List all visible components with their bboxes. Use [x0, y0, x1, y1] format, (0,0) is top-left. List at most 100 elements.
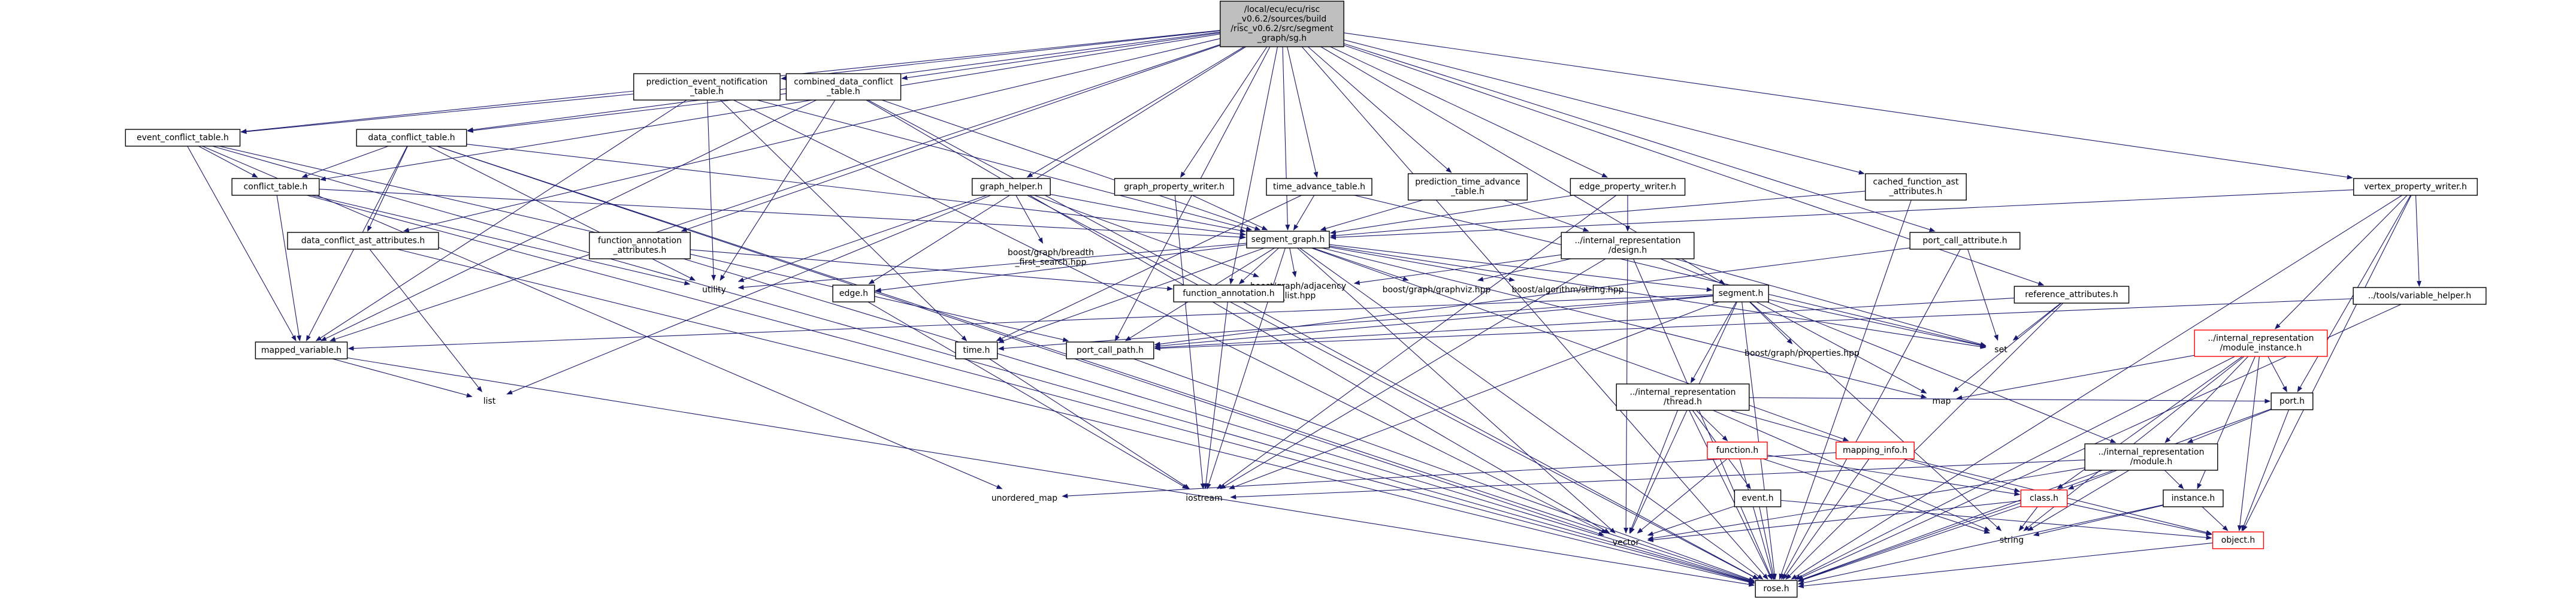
node-combined-data-conflict-table[interactable]: combined_data_conflict_table.h — [785, 73, 902, 101]
node-reference-attributes[interactable]: reference_attributes.h — [2013, 286, 2130, 304]
header-nodes: /local/ecu/ecu/risc_v0.6.2/sources/build… — [125, 1, 2487, 598]
node-graph-property-writer[interactable]: graph_property_writer.h — [1114, 178, 1235, 196]
node-mapping-info[interactable]: mapping_info.h — [1836, 441, 1915, 459]
node-cached-function-ast-attributes[interactable]: cached_function_ast_attributes.h — [1865, 173, 1967, 201]
node-label: data_conflict_table.h — [368, 133, 455, 143]
node-label: port_call_attribute.h — [1922, 236, 2007, 246]
edge-internal_module-to-iostream — [1230, 459, 2085, 500]
node-function-annotation-attributes[interactable]: function_annotation_attributes.h — [589, 232, 691, 259]
node-port-call-attribute[interactable]: port_call_attribute.h — [1909, 232, 2021, 250]
edge-edge-to-iostream — [867, 301, 1189, 489]
node-function[interactable]: function.h — [1707, 441, 1768, 459]
edge-segment-to-iostream — [1228, 301, 1719, 489]
node-mapped-variable[interactable]: mapped_variable.h — [255, 341, 348, 359]
node-label: string — [2000, 536, 2024, 545]
node-string: string — [2000, 536, 2024, 545]
node-box — [1570, 178, 1686, 196]
edge-root-to-rose — [1301, 46, 1768, 580]
node-box — [2163, 489, 2224, 507]
node-root[interactable]: /local/ecu/ecu/risc_v0.6.2/sources/build… — [1220, 1, 1344, 47]
edge-class-to-vector — [1647, 500, 2021, 543]
edge-internal_thread-to-string — [1713, 410, 1991, 531]
node-label: reference_attributes.h — [2025, 290, 2118, 300]
node-internal-thread[interactable]: ../internal_representation/thread.h — [1616, 383, 1750, 411]
edge-port-to-object — [2241, 409, 2290, 531]
edge-segment_graph-to-mapping_info — [1311, 247, 1849, 441]
edge-internal_design-to-set — [1674, 258, 1987, 347]
node-label: mapping_info.h — [1843, 446, 1907, 455]
node-data-conflict-table[interactable]: data_conflict_table.h — [356, 129, 467, 147]
edge-segment-to-time — [997, 295, 1713, 351]
node-edge-property-writer[interactable]: edge_property_writer.h — [1570, 178, 1686, 196]
node-box — [832, 285, 875, 302]
edge-mapped_variable-to-list — [332, 358, 473, 398]
edge-segment-to-map — [1756, 301, 1927, 394]
node-conflict-table[interactable]: conflict_table.h — [231, 178, 320, 196]
edge-segment_graph-to-string_hpp — [1329, 246, 1516, 282]
node-label: /module_instance.h — [2220, 343, 2302, 353]
edge-segment-to-mapped_variable — [347, 294, 1713, 351]
node-module-instance[interactable]: ../internal_representation/module_instan… — [2194, 329, 2328, 357]
edge-mapping_info-to-rose — [1782, 458, 1870, 580]
node-class[interactable]: class.h — [2020, 489, 2068, 507]
edge-prediction_time_advance_table-to-segment_graph — [1320, 199, 1423, 231]
node-rose[interactable]: rose.h — [1755, 580, 1798, 598]
node-label: _attributes.h — [1889, 187, 1943, 196]
edge-module_instance-to-internal_module — [2164, 356, 2249, 443]
edge-internal_design-to-adjacency_list — [1353, 254, 1562, 285]
node-event[interactable]: event.h — [1734, 489, 1782, 507]
node-edge[interactable]: edge.h — [832, 285, 875, 302]
node-label: list — [483, 397, 496, 406]
node-prediction-event-notification-table[interactable]: prediction_event_notification_table.h — [633, 73, 781, 101]
node-time-advance-table[interactable]: time_advance_table.h — [1266, 178, 1372, 196]
node-unordered-map: unordered_map — [991, 494, 1057, 503]
node-label: edge_property_writer.h — [1579, 182, 1676, 192]
node-graph-helper[interactable]: graph_helper.h — [972, 178, 1051, 196]
edge-class-to-rose — [1797, 506, 2021, 582]
edge-root-to-combined_data_conflict_table — [901, 32, 1220, 80]
node-variable-helper[interactable]: ../tools/variable_helper.h — [2353, 287, 2487, 305]
node-data-conflict-ast-attributes[interactable]: data_conflict_ast_attributes.h — [287, 232, 439, 250]
edge-root-to-time_advance_table — [1287, 46, 1319, 178]
node-box — [231, 178, 320, 196]
node-box — [589, 232, 691, 259]
edge-event-to-rose — [1759, 506, 1776, 580]
edge-reference_attributes-to-rose — [1785, 302, 2064, 580]
node-internal-module[interactable]: ../internal_representation/module.h — [2084, 443, 2218, 471]
node-box — [1407, 173, 1528, 201]
node-object[interactable]: object.h — [2212, 531, 2264, 549]
node-prediction-time-advance-table[interactable]: prediction_time_advance_table.h — [1407, 173, 1528, 201]
node-vertex-property-writer[interactable]: vertex_property_writer.h — [2353, 178, 2478, 196]
edge-reference_attributes-to-set — [2012, 302, 2061, 341]
node-label: prediction_event_notification — [646, 77, 768, 87]
node-graphviz: boost/graph/graphviz.hpp — [1383, 285, 1491, 295]
edge-root-to-prediction_time_advance_table — [1307, 46, 1452, 173]
node-box — [1246, 231, 1330, 249]
node-box — [1173, 285, 1284, 302]
edge-graph_helper-to-rose — [1027, 195, 1759, 580]
node-box — [1734, 489, 1782, 507]
node-instance[interactable]: instance.h — [2163, 489, 2224, 507]
node-time[interactable]: time.h — [955, 341, 998, 359]
edge-segment-to-rose — [1741, 301, 1777, 580]
edge-root-to-vertex_property_writer — [1344, 32, 2353, 180]
edge-vertex_property_writer-to-rose — [1791, 195, 2403, 580]
edge-internal_thread-to-port — [1749, 397, 2271, 404]
edge-segment-to-vector — [1629, 301, 1738, 534]
edge-conflict_table-to-segment_graph — [319, 189, 1246, 240]
edge-function-to-string — [1762, 458, 1991, 534]
node-label: _table.h — [826, 87, 860, 96]
node-function-annotation[interactable]: function_annotation.h — [1173, 285, 1284, 302]
edge-vertex_property_writer-to-segment_graph — [1330, 189, 2354, 240]
node-port-call-path[interactable]: port_call_path.h — [1066, 341, 1154, 359]
node-label: set — [1994, 345, 2007, 355]
node-event-conflict-table[interactable]: event_conflict_table.h — [125, 129, 241, 147]
edge-internal_design-to-rose — [1633, 258, 1773, 580]
node-segment-graph[interactable]: segment_graph.h — [1246, 231, 1330, 249]
edge-segment_graph-to-function_annotation — [1238, 247, 1279, 285]
edge-internal_thread-to-vector — [1629, 410, 1678, 534]
node-port[interactable]: port.h — [2270, 392, 2314, 410]
edge-prediction_event_notification_table-to-mapped_variable — [315, 99, 687, 341]
node-segment[interactable]: segment.h — [1713, 285, 1769, 302]
node-internal-design[interactable]: ../internal_representation/design.h — [1561, 232, 1695, 259]
